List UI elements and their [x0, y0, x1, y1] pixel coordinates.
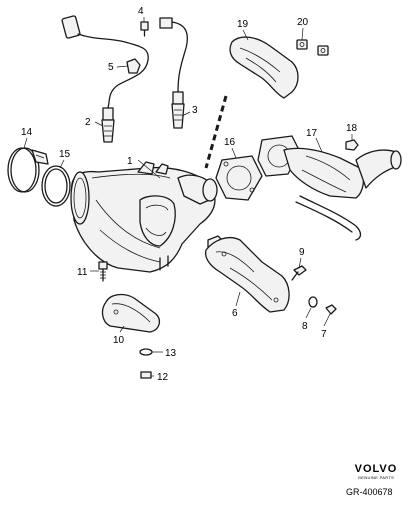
bolt-9: [291, 265, 307, 281]
diagram-reference-code: GR-400678: [346, 487, 393, 497]
genuine-parts-tagline: GENUINE PARTS: [357, 475, 395, 480]
callout-5: 5: [108, 62, 114, 73]
bracket-10: [101, 293, 161, 333]
callout-11: 11: [77, 267, 88, 278]
callout-16: 16: [224, 137, 236, 148]
volvo-logo: VOLVO: [354, 463, 398, 475]
callout-14: 14: [21, 127, 33, 138]
gasket-15: [41, 165, 71, 207]
bolt-11: [98, 261, 108, 282]
bolt-4: [140, 21, 149, 37]
washer-13: [139, 348, 153, 356]
leader-lines: [23, 17, 353, 377]
callout-13: 13: [165, 348, 177, 359]
assembly-dashed-line: [204, 95, 228, 169]
washer-8: [308, 296, 318, 308]
callout-10: 10: [113, 335, 125, 346]
callout-2: 2: [85, 117, 91, 128]
bolt-18: [345, 139, 359, 151]
callout-4: 4: [138, 6, 144, 17]
front-pipe-17: [257, 135, 402, 241]
callout-6: 6: [232, 308, 238, 319]
callout-labels: 1 2 3 4 5 6 7 8 9 10 11 12 13 14 15 16 1…: [21, 6, 358, 383]
bracket-6: [204, 236, 290, 313]
heat-shield-19: [229, 36, 299, 99]
callout-15: 15: [59, 149, 71, 160]
nut-20-upper: [296, 39, 308, 50]
callout-20: 20: [297, 17, 309, 28]
flange-gasket-16: [215, 155, 263, 201]
lambda-sensor-rear: [159, 17, 188, 129]
lambda-sensor-front: [61, 15, 149, 143]
bolt-7: [325, 304, 337, 315]
callout-7: 7: [321, 329, 327, 340]
callout-1: 1: [127, 156, 133, 167]
nut-12: [140, 371, 152, 379]
clip-5: [126, 58, 141, 74]
callout-8: 8: [302, 321, 308, 332]
nut-20-lower: [317, 45, 329, 56]
callout-3: 3: [192, 105, 198, 116]
callout-18: 18: [346, 123, 358, 134]
callout-17: 17: [306, 128, 318, 139]
clamp-14: [7, 147, 49, 193]
callout-9: 9: [299, 247, 305, 258]
callout-12: 12: [157, 372, 169, 383]
catalytic-converter-1: [70, 161, 225, 273]
callout-19: 19: [237, 19, 249, 30]
